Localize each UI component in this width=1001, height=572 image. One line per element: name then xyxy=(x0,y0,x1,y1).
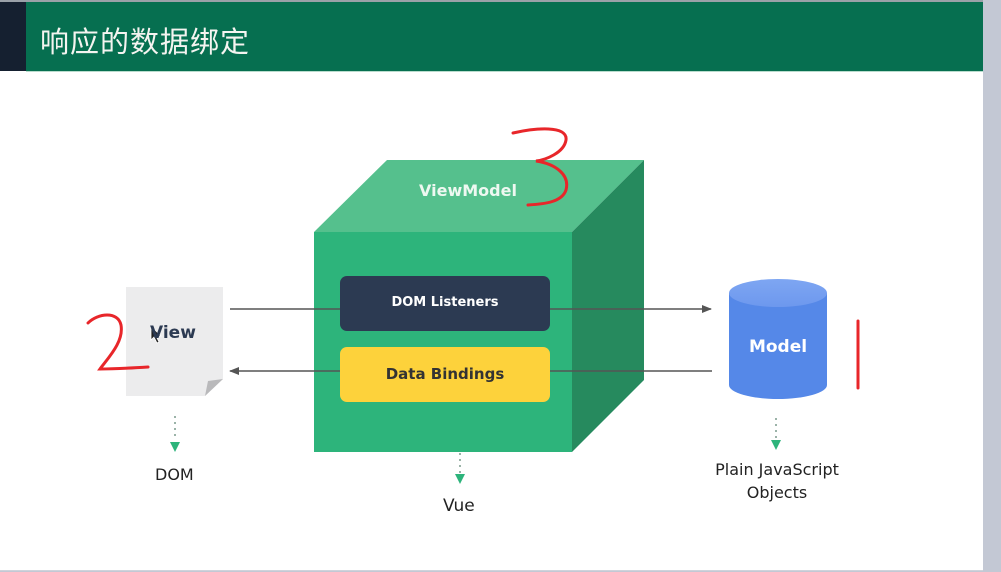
viewmodel-label: ViewModel xyxy=(419,181,517,200)
dom-listeners-label: DOM Listeners xyxy=(391,295,499,310)
model-label: Model xyxy=(748,337,808,357)
model-caption-line1: Plain JavaScript xyxy=(715,460,839,479)
header-accent-block xyxy=(0,2,26,71)
annotation-2-mark xyxy=(86,313,150,371)
mouse-cursor-icon xyxy=(150,325,162,344)
slide-header: 响应的数据绑定 xyxy=(0,2,983,71)
annotation-3-mark xyxy=(511,127,569,207)
viewmodel-cube xyxy=(314,160,644,452)
view-document-icon xyxy=(126,287,223,396)
cube-side-face xyxy=(572,160,644,452)
cube-top-face xyxy=(314,160,644,232)
model-caption-line2: Objects xyxy=(746,483,808,502)
view-label: View xyxy=(150,323,196,343)
data-bindings-label: Data Bindings xyxy=(385,365,505,383)
dom-caption: DOM xyxy=(155,465,194,484)
model-down-arrow-icon xyxy=(771,418,781,450)
vue-down-arrow-icon xyxy=(455,453,465,484)
dom-listeners-box xyxy=(340,276,550,331)
slide-title: 响应的数据绑定 xyxy=(40,25,251,59)
top-border xyxy=(0,0,983,2)
vue-caption: Vue xyxy=(443,496,475,516)
model-database-icon xyxy=(729,279,827,399)
header-divider xyxy=(26,71,983,72)
view-down-arrow-icon xyxy=(170,416,180,452)
mvvm-diagram xyxy=(86,127,860,484)
data-bindings-box xyxy=(340,347,550,402)
cube-front-face xyxy=(314,232,572,452)
